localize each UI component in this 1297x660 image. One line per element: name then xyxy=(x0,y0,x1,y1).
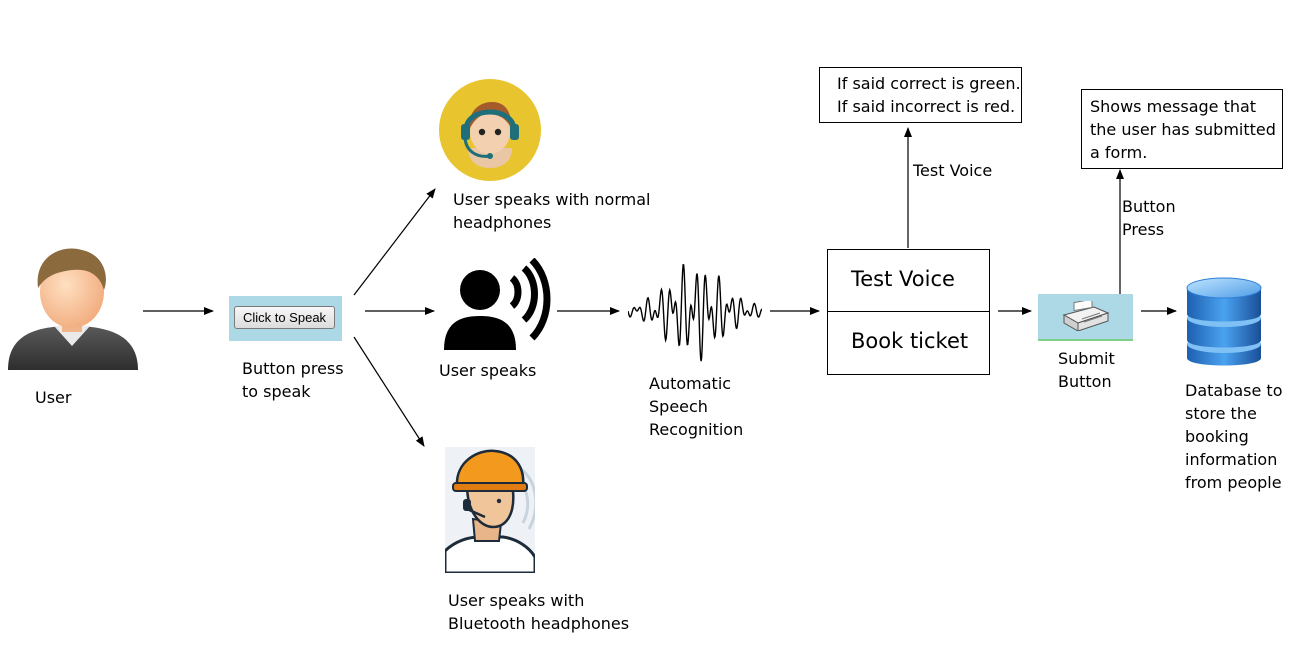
sound-wave-icon xyxy=(628,263,762,362)
arrow-button-to-bluetooth xyxy=(353,336,425,447)
test-voice-option[interactable]: Test Voice xyxy=(828,250,989,312)
normal-headphones-label: User speaks with normal headphones xyxy=(453,190,651,232)
arrow-button-to-normal xyxy=(353,188,436,296)
sound-wave-path xyxy=(628,263,762,362)
button-press-label: Button press to speak xyxy=(242,359,344,401)
test-voice-text: Test Voice xyxy=(851,267,955,291)
speak-button-panel: Click to Speak xyxy=(229,296,342,341)
worker-bluetooth-headset-icon xyxy=(445,447,535,573)
submit-button-panel[interactable] xyxy=(1038,294,1133,341)
book-ticket-option[interactable]: Book ticket xyxy=(828,312,989,374)
speaking-person-icon xyxy=(444,258,551,350)
database-label: Database to store the booking informatio… xyxy=(1185,381,1283,492)
database-icon xyxy=(1186,277,1262,366)
message-box: Shows message that the user has submitte… xyxy=(1081,89,1283,169)
user-avatar-icon xyxy=(8,248,138,370)
bluetooth-headphones-label: User speaks with Bluetooth headphones xyxy=(448,591,630,633)
button-press-edge-label: Button Press xyxy=(1122,197,1176,239)
submit-label: Submit Button xyxy=(1058,349,1115,391)
test-voice-edge-label: Test Voice xyxy=(913,161,993,180)
printer-icon xyxy=(1062,301,1110,331)
feedback-box: If said correct is green. If said incorr… xyxy=(819,67,1022,123)
asr-label: Automatic Speech Recognition xyxy=(649,374,744,439)
user-speaks-label: User speaks xyxy=(439,361,537,380)
headset-user-icon xyxy=(439,79,541,181)
user-label: User xyxy=(35,388,72,407)
click-to-speak-button[interactable]: Click to Speak xyxy=(234,306,335,329)
options-box: Test Voice Book ticket xyxy=(827,249,990,375)
book-ticket-text: Book ticket xyxy=(851,329,969,353)
